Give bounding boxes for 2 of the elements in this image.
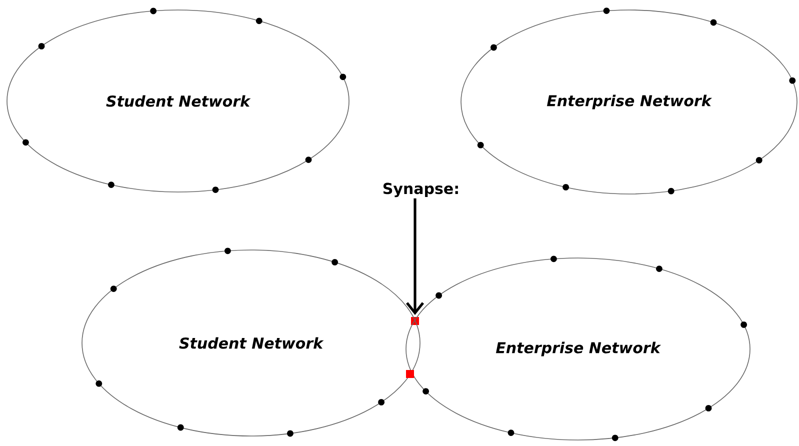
arrow <box>406 198 424 315</box>
synapse-label: Synapse: <box>383 182 458 198</box>
